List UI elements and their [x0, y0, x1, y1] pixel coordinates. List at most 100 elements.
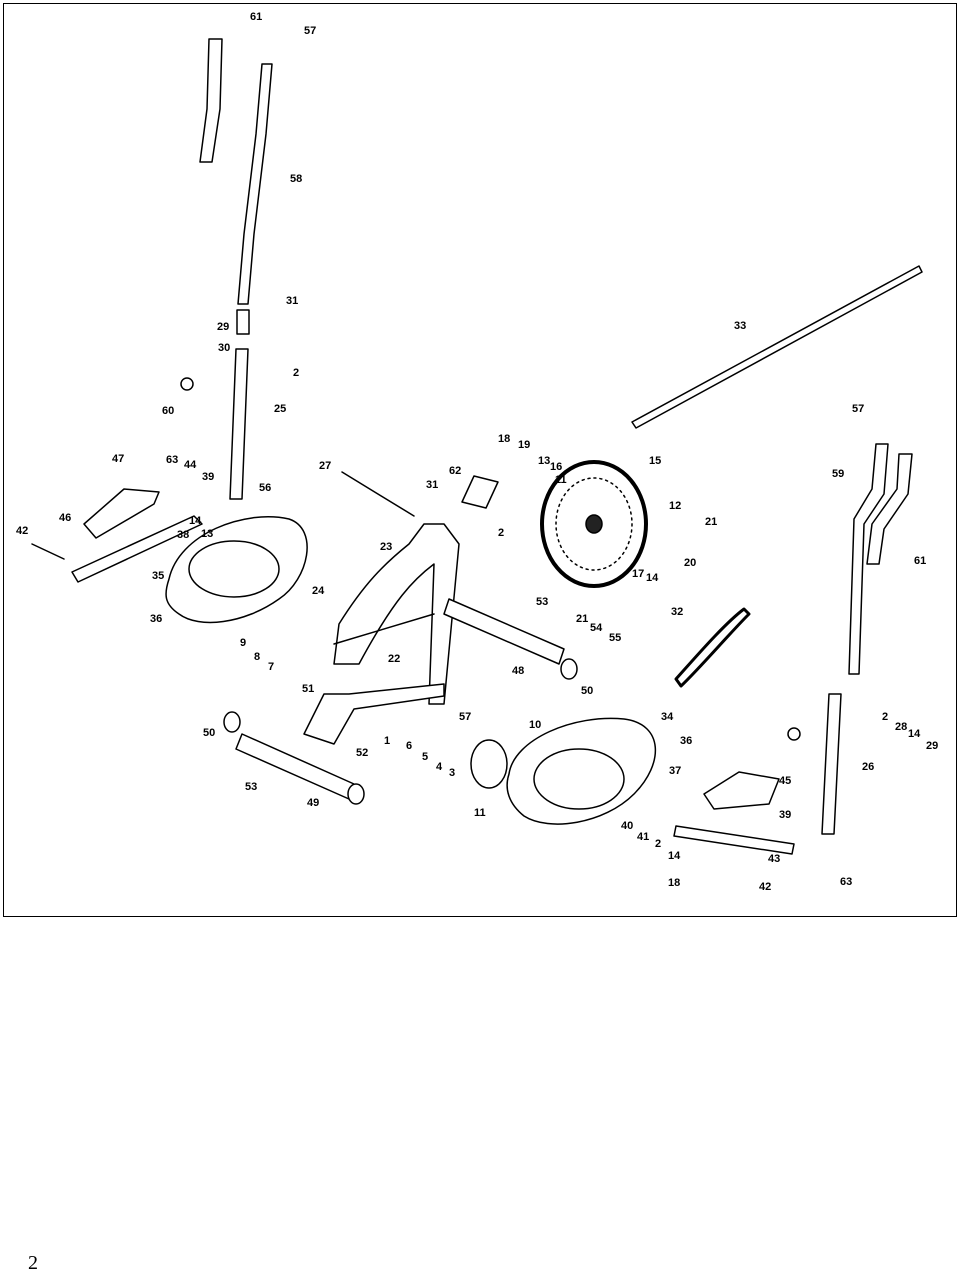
- stabilizer-cap: [560, 658, 578, 680]
- part-label: 13: [538, 455, 550, 467]
- part-label: 19: [518, 439, 530, 451]
- part-label: 52: [356, 747, 368, 759]
- part-label: 55: [609, 632, 621, 644]
- part-label: 2: [293, 367, 299, 379]
- part-label: 25: [274, 403, 286, 415]
- part-label: 51: [302, 683, 314, 695]
- left-handle-tube: [229, 348, 249, 500]
- part-label: 46: [59, 512, 71, 524]
- part-label: 49: [307, 797, 319, 809]
- part-label: 11: [474, 807, 486, 819]
- console: [461, 475, 499, 509]
- part-label: 42: [759, 881, 771, 893]
- part-label: 47: [112, 453, 124, 465]
- frame-brace: [333, 613, 435, 645]
- part-label: 61: [250, 11, 262, 23]
- part-label: 14: [668, 850, 681, 862]
- connecting-rod: [341, 471, 415, 517]
- left-handle-sleeve: [236, 309, 250, 335]
- part-label: 45: [779, 775, 791, 787]
- right-pedal: [703, 771, 780, 810]
- part-label: 17: [632, 568, 644, 580]
- part-label: 35: [152, 570, 164, 582]
- part-label: 56: [259, 482, 271, 494]
- part-label: 62: [449, 465, 461, 477]
- right-cover-window: [533, 748, 625, 810]
- right-handlebar-post: [848, 443, 889, 675]
- part-label: 60: [162, 405, 174, 417]
- part-label: 22: [388, 653, 400, 665]
- part-label: 2: [655, 838, 661, 850]
- part-label: 33: [734, 320, 746, 332]
- part-label: 48: [512, 665, 524, 677]
- part-label: 61: [914, 555, 926, 567]
- flywheel-hub: [585, 514, 603, 534]
- right-handle-tube: [821, 693, 842, 835]
- part-label: 20: [684, 557, 696, 569]
- left-pedal-arm: [71, 515, 203, 583]
- part-label: 39: [779, 809, 791, 821]
- part-label: 39: [202, 471, 214, 483]
- main-frame-arch: [333, 523, 460, 705]
- right-knob: [787, 727, 801, 741]
- main-frame-base: [303, 683, 445, 745]
- part-label: 57: [459, 711, 471, 723]
- part-label: 38: [177, 529, 189, 541]
- part-label: 24: [312, 585, 325, 597]
- part-label: 13: [201, 528, 213, 540]
- part-label: 36: [150, 613, 162, 625]
- drive-belt: [674, 607, 751, 688]
- part-label: 15: [649, 455, 661, 467]
- part-label: 2: [498, 527, 504, 539]
- stabilizer-cap: [347, 783, 365, 805]
- part-label: 43: [768, 853, 780, 865]
- long-bar: [631, 265, 923, 429]
- part-label: 18: [498, 433, 510, 445]
- part-label: 54: [590, 622, 603, 634]
- right-handlebar-upper: [866, 453, 913, 565]
- left-knob: [180, 377, 194, 391]
- left-handlebar-post: [237, 63, 273, 305]
- part-label: 63: [840, 876, 852, 888]
- part-label: 3: [449, 767, 455, 779]
- left-handlebar-upper: [199, 38, 223, 163]
- part-label: 10: [529, 719, 541, 731]
- part-label: 14: [908, 728, 921, 740]
- part-label: 16: [550, 461, 562, 473]
- part-label: 59: [832, 468, 844, 480]
- part-label: 57: [304, 25, 316, 37]
- part-label: 41: [637, 831, 649, 843]
- part-label: 50: [203, 727, 215, 739]
- part-label: 31: [286, 295, 298, 307]
- part-label: 42: [16, 525, 28, 537]
- part-label: 28: [895, 721, 907, 733]
- part-label: 2: [882, 711, 888, 723]
- part-label: 34: [661, 711, 674, 723]
- part-label: 1: [384, 735, 390, 747]
- part-label: 37: [669, 765, 681, 777]
- part-label: 14: [646, 572, 659, 584]
- part-label: 4: [436, 761, 443, 773]
- part-label: 8: [254, 651, 260, 663]
- part-label: 57: [852, 403, 864, 415]
- part-label: 29: [217, 321, 229, 333]
- left-cover-window: [188, 540, 280, 598]
- part-label: 14: [189, 515, 202, 527]
- part-label: 7: [268, 661, 274, 673]
- part-label: 31: [426, 479, 438, 491]
- part-label: 36: [680, 735, 692, 747]
- part-label: 5: [422, 751, 428, 763]
- right-pedal-arm: [673, 825, 795, 855]
- part-label: 53: [245, 781, 257, 793]
- front-stabilizer: [443, 598, 565, 665]
- parts-drawing: [31, 38, 923, 855]
- part-label: 53: [536, 596, 548, 608]
- axle-rod: [31, 543, 65, 560]
- part-label: 58: [290, 173, 302, 185]
- pulley: [470, 739, 508, 789]
- part-label: 23: [380, 541, 392, 553]
- part-label: 40: [621, 820, 633, 832]
- stabilizer-cap: [223, 711, 241, 733]
